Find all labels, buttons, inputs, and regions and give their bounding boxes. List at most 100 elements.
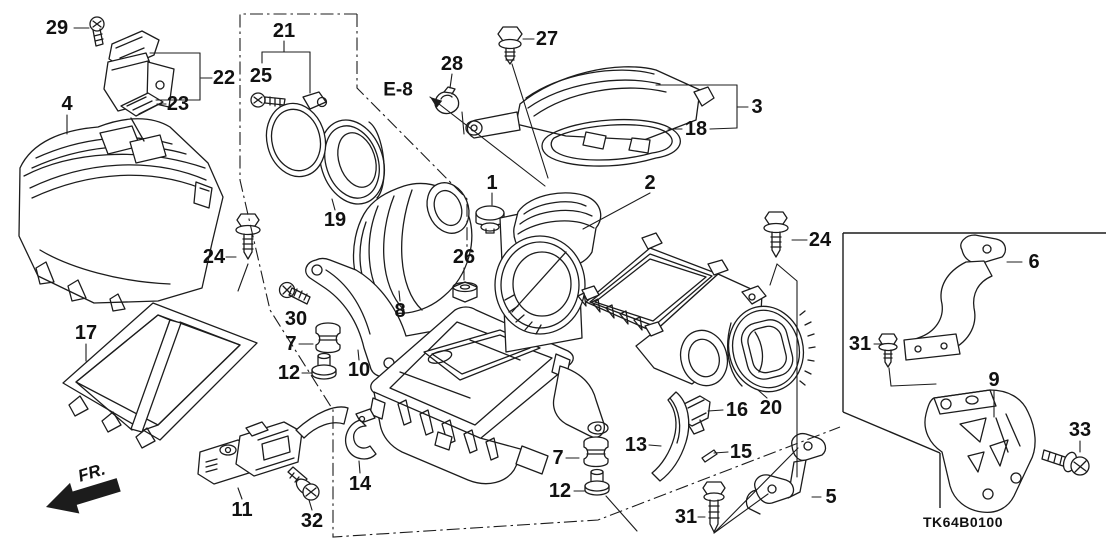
callout-leader-8 xyxy=(399,291,400,301)
callout-leader-24 xyxy=(770,264,777,285)
callout-leader-10 xyxy=(358,350,359,360)
callout-leader-19 xyxy=(332,199,335,210)
e8-arrowhead xyxy=(430,97,443,108)
callout-leader-31 xyxy=(891,384,936,386)
callout-leader-11 xyxy=(238,488,242,499)
air-duct-part xyxy=(354,176,477,313)
callout-label-21: 21 xyxy=(273,20,295,42)
callout-label-18: 18 xyxy=(685,118,707,140)
resonator-seal-part xyxy=(542,120,680,166)
e8-arrow-line xyxy=(430,97,545,186)
inset-box xyxy=(843,233,1106,508)
cushion-7-left-part xyxy=(316,323,340,353)
callout-leader-32 xyxy=(309,500,312,510)
callout-label-12: 12 xyxy=(278,362,300,384)
screw-30-part xyxy=(280,283,311,305)
bolt-31-inset-part xyxy=(879,334,897,367)
fr-label-group: FR. xyxy=(76,460,108,486)
intake-tube-part xyxy=(309,112,395,213)
callout-label-25: 25 xyxy=(250,65,272,87)
callout-label-30: 30 xyxy=(285,308,307,330)
callout-label-20: 20 xyxy=(760,397,782,419)
callout-label-2: 2 xyxy=(644,172,655,194)
callout-leader-18 xyxy=(710,128,737,129)
callout-label-27: 27 xyxy=(536,28,558,50)
callout-leader-31 xyxy=(714,494,768,533)
clamp-14-part xyxy=(346,409,376,459)
bolt-32-part xyxy=(288,467,319,500)
callout-label-12: 12 xyxy=(549,480,571,502)
callout-leader-27 xyxy=(512,64,548,178)
stay-bracket-6-part xyxy=(904,235,1005,360)
callout-label-7: 7 xyxy=(285,333,296,355)
group-boundary-line xyxy=(240,14,840,537)
callout-leader-24 xyxy=(238,264,248,291)
group-boundary-line xyxy=(357,14,467,250)
bolt-33-part xyxy=(1042,450,1089,475)
cushion-7-bottom-part xyxy=(584,437,608,467)
pin-15-part xyxy=(702,450,717,462)
mount-bracket-9-part xyxy=(925,390,1035,512)
callout-label-24: 24 xyxy=(809,229,832,251)
callout-leader-2 xyxy=(583,193,650,229)
air-cleaner-cover-part xyxy=(19,119,223,311)
nut-26-part xyxy=(453,282,477,302)
bolt-31-bottom-part xyxy=(703,482,725,532)
bolt-27-part xyxy=(498,27,522,64)
callout-label-6: 6 xyxy=(1028,251,1039,273)
callout-label-15: 15 xyxy=(730,441,752,463)
callout-label-31: 31 xyxy=(849,333,871,355)
callout-leader-15 xyxy=(714,452,728,453)
callout-leader-14 xyxy=(359,461,360,473)
e8-label: E-8 xyxy=(383,80,413,101)
air-filter-part xyxy=(63,303,257,448)
callout-leader-12 xyxy=(606,496,637,531)
callout-label-22: 22 xyxy=(213,67,235,89)
callout-label-13: 13 xyxy=(625,434,647,456)
callout-leader-31 xyxy=(714,448,798,533)
callout-label-11: 11 xyxy=(231,499,252,521)
callout-label-29: 29 xyxy=(46,17,68,39)
air-cleaner-case-part xyxy=(370,193,766,484)
bracket-5-part xyxy=(746,434,825,514)
callout-leader-16 xyxy=(708,410,723,411)
callout-label-26: 26 xyxy=(453,246,475,268)
callout-label-17: 17 xyxy=(75,322,97,344)
callout-leader-20 xyxy=(758,390,767,398)
inset-box-line xyxy=(843,412,940,453)
diagram-code: TK64B0100 xyxy=(923,514,1003,530)
callout-label-16: 16 xyxy=(726,399,748,421)
clamp-screw-part xyxy=(251,93,285,107)
callout-label-8: 8 xyxy=(394,300,405,322)
callout-label-14: 14 xyxy=(349,473,372,495)
fr-label: FR. xyxy=(76,460,108,486)
callout-label-4: 4 xyxy=(61,93,73,115)
maf-gasket-part xyxy=(121,93,163,116)
callout-label-19: 19 xyxy=(324,209,346,231)
callout-label-33: 33 xyxy=(1069,419,1091,441)
callout-label-10: 10 xyxy=(348,359,370,381)
callout-leader-24 xyxy=(777,264,797,281)
seal-ring-20-part xyxy=(720,298,815,399)
callout-label-24: 24 xyxy=(203,246,226,268)
callout-label-1: 1 xyxy=(486,172,497,194)
resonator-cover-part xyxy=(466,67,714,153)
callout-label-3: 3 xyxy=(751,96,762,118)
callout-label-23: 23 xyxy=(167,93,189,115)
callout-label-31: 31 xyxy=(675,506,697,528)
group-boundaries xyxy=(240,14,840,537)
strip-13-part xyxy=(652,392,689,481)
bolt-24-right-part xyxy=(764,212,788,257)
leader-lines xyxy=(67,28,1080,533)
harness-clip-part xyxy=(435,87,459,114)
tube-clamp-part xyxy=(259,92,333,183)
callout-label-5: 5 xyxy=(825,486,836,508)
callout-label-28: 28 xyxy=(441,53,463,75)
callout-leader-28 xyxy=(450,74,452,88)
callout-leader-31 xyxy=(889,368,891,386)
bracket-11-part xyxy=(198,407,348,484)
collar-12-bottom-part xyxy=(585,470,609,496)
fr-direction-arrow xyxy=(46,478,121,514)
callout-label-7: 7 xyxy=(552,447,563,469)
